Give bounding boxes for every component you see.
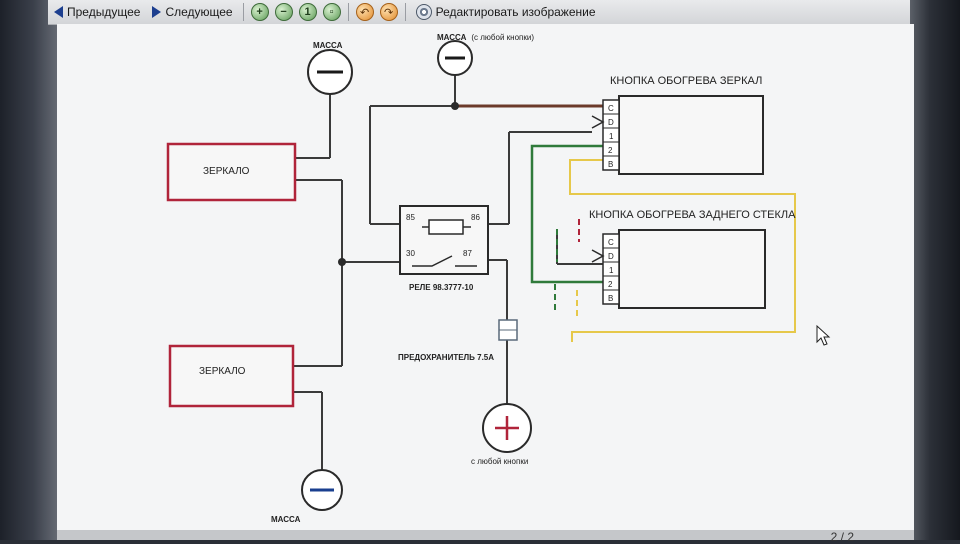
relay-pin-label: 85 [406, 213, 415, 222]
switch-contact [591, 249, 605, 263]
mirror-box [168, 344, 295, 408]
yellow-wire [569, 159, 796, 342]
pin-label: 1 [609, 266, 614, 275]
edit-image-button[interactable]: Редактировать изображение [410, 1, 602, 23]
ground-label: МАССА [313, 41, 343, 50]
zoom-out-icon[interactable]: − [274, 3, 293, 21]
relay-pin-label: 86 [471, 213, 480, 222]
connector [602, 99, 620, 171]
page-indicator: 2 / 2 [830, 530, 854, 544]
pin-label: D [608, 118, 614, 127]
monitor-bezel-left [0, 0, 60, 540]
relay-pin-label: 30 [406, 249, 415, 258]
relay-label: РЕЛЕ 98.3777-10 [409, 283, 474, 292]
pin-label: C [608, 104, 614, 113]
relay-contact [412, 255, 453, 267]
toolbar-divider [347, 3, 349, 21]
mirror-label: ЗЕРКАЛО [203, 166, 250, 177]
monitor-bezel-right [910, 0, 960, 540]
green-wire [530, 144, 605, 284]
pin-label: D [608, 252, 614, 261]
pin-label: B [608, 160, 613, 169]
previous-button[interactable]: Предыдущее [48, 1, 146, 23]
pin-label: 2 [608, 146, 613, 155]
green-wire-group [530, 144, 605, 284]
button-title: КНОПКА ОБОГРЕВА ЗЕРКАЛ [610, 75, 762, 87]
edit-label: Редактировать изображение [435, 5, 596, 19]
pin-block: C D 1 2 B [602, 99, 620, 171]
arrow-right-icon [152, 6, 162, 18]
ground-label: МАССА(с любой кнопки) [437, 33, 534, 42]
mouse-cursor-icon [816, 324, 831, 346]
fit-window-icon[interactable]: ▫ [322, 3, 341, 21]
junction-dot [338, 258, 346, 266]
switch-contact [591, 115, 605, 129]
zoom-in-icon[interactable]: + [250, 3, 269, 21]
toolbar-divider [242, 3, 244, 21]
status-bar: 2 / 2 [57, 530, 914, 544]
next-label: Следующее [165, 5, 233, 19]
button-title: КНОПКА ОБОГРЕВА ЗАДНЕГО СТЕКЛА [589, 209, 796, 221]
wire-group [293, 72, 607, 470]
relay-box [399, 205, 489, 275]
image-canvas: МАССА МАССА(с любой кнопки) ЗЕРКАЛО ЗЕРК… [57, 24, 914, 536]
mirror-label: ЗЕРКАЛО [199, 366, 246, 377]
fuse-label: ПРЕДОХРАНИТЕЛЬ 7.5А [398, 353, 494, 362]
arrow-left-icon [54, 6, 63, 18]
toolbar-divider [404, 3, 406, 21]
plus-label: с любой кнопки [471, 457, 528, 466]
relay-coil [428, 219, 464, 235]
rotate-right-icon[interactable]: ↷ [379, 3, 398, 21]
edit-icon [415, 4, 432, 20]
mirror-box [166, 142, 297, 202]
ground-label: МАССА [271, 515, 301, 524]
button-box [618, 229, 766, 309]
viewer-toolbar: Предыдущее Следующее + − 1 ▫ ↶ ↷ Редакти… [48, 0, 910, 25]
pin-label: B [608, 294, 613, 303]
rotate-left-icon[interactable]: ↶ [355, 3, 374, 21]
pin-label: C [608, 238, 614, 247]
junction-dot [451, 102, 459, 110]
relay-pin-label: 87 [463, 249, 472, 258]
button-box [618, 95, 764, 175]
previous-label: Предыдущее [67, 5, 141, 19]
next-button[interactable]: Следующее [146, 1, 238, 23]
connector [602, 233, 620, 305]
pin-label: 1 [609, 132, 614, 141]
actual-size-icon[interactable]: 1 [298, 3, 317, 21]
pin-label: 2 [608, 280, 613, 289]
wiring-diagram: МАССА МАССА(с любой кнопки) ЗЕРКАЛО ЗЕРК… [166, 33, 831, 524]
pin-block: C D 1 2 B [602, 233, 620, 305]
